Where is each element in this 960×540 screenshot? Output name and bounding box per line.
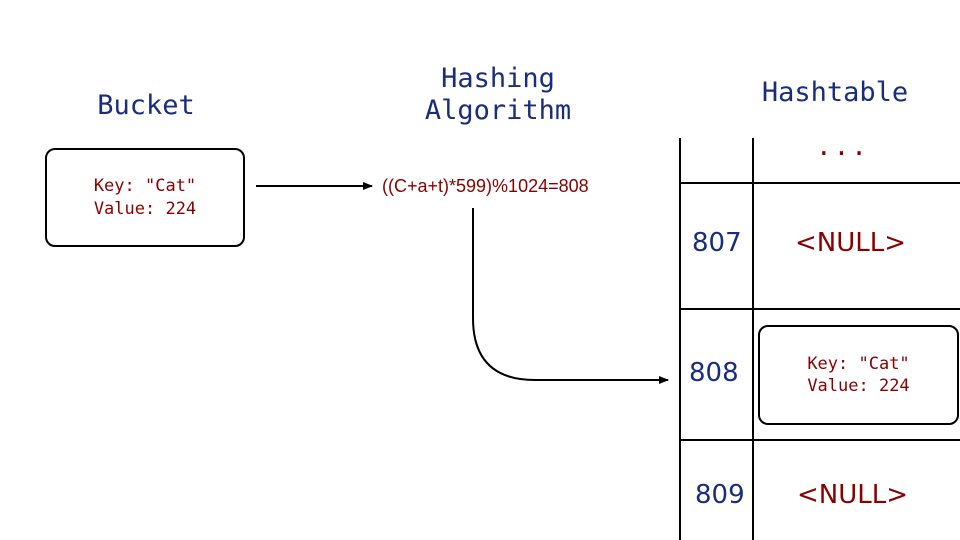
hashing-heading-line1: Hashing (441, 63, 555, 94)
table-index-808: 808 (689, 358, 739, 388)
table-ellipsis: ... (816, 132, 869, 162)
table-index-809: 809 (695, 480, 745, 510)
algorithm-to-slot-arrow (472, 208, 669, 384)
bucket-box: Key: "Cat" Value: 224 (45, 148, 245, 247)
bucket-heading: Bucket (46, 90, 246, 122)
hashing-algorithm-heading: Hashing Algorithm (398, 63, 598, 128)
table-entry-808-box: Key: "Cat" Value: 224 (758, 325, 959, 425)
bucket-value-text: Value: 224 (93, 198, 197, 219)
hash-formula: ((C+a+t)*599)%1024=808 (382, 176, 589, 196)
table-value-807: <NULL> (795, 228, 907, 258)
table-value-809: <NULL> (797, 480, 909, 510)
bucket-key-text: Key: "Cat" (93, 176, 197, 197)
entry-value-text: Value: 224 (807, 376, 910, 396)
hashtable-heading: Hashtable (735, 77, 935, 109)
bucket-heading-text: Bucket (97, 90, 195, 121)
hashing-heading-line2: Algorithm (424, 95, 572, 127)
entry-key-text: Key: "Cat" (807, 353, 910, 374)
table-index-807: 807 (692, 228, 742, 258)
hashtable-heading-text: Hashtable (761, 77, 909, 108)
